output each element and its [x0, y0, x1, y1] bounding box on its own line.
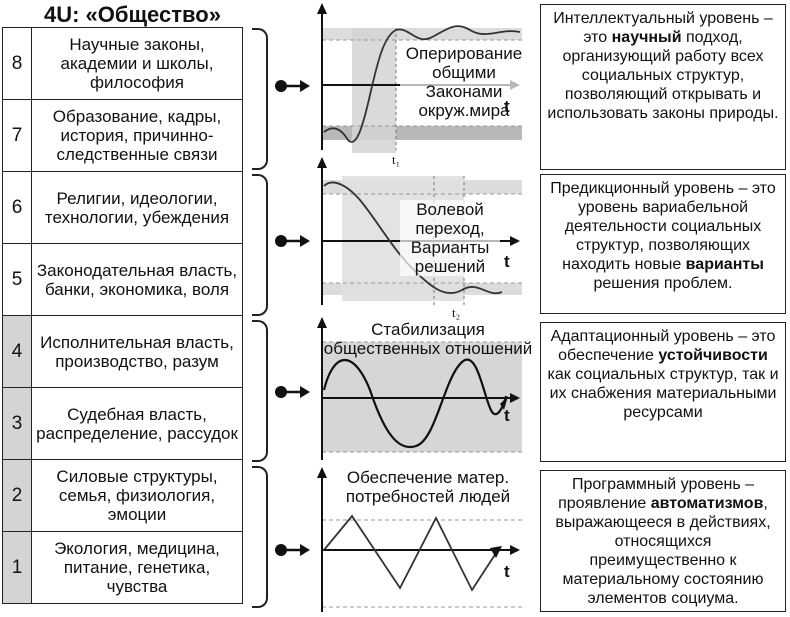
- description-text: Адаптационный уровень – это обеспечение: [550, 328, 776, 364]
- axis-label-t: t: [504, 406, 510, 425]
- arrow-icon: [275, 386, 310, 398]
- group-bracket: [252, 28, 268, 170]
- level-number: 4: [2, 315, 32, 388]
- group-bracket: [252, 320, 268, 462]
- description-keyword: устойчивости: [658, 347, 768, 364]
- description-box: Программный уровень – проявление автомат…: [540, 470, 786, 612]
- graph-caption: Стабилизация общественных отношений: [323, 320, 533, 358]
- time-marker: t₂: [452, 305, 461, 320]
- level-label: Образование, кадры, история, причинно-сл…: [31, 99, 243, 172]
- level-label: Судебная власть, распределение, рассудок: [31, 387, 243, 460]
- arrow-icon: [275, 235, 310, 247]
- level-label: Научные законы, академии и школы, филосо…: [31, 27, 243, 100]
- level-label: Экология, медицина, питание, генетика, ч…: [31, 531, 243, 604]
- level-number: 8: [2, 27, 32, 100]
- level-number: 6: [2, 171, 32, 244]
- connector-arrows: [275, 80, 310, 556]
- graph-caption: Оперирование общими Законами окруж.мира: [400, 44, 528, 120]
- description-keyword: варианты: [685, 256, 764, 273]
- axis-label-t: t: [504, 252, 510, 271]
- description-box: Предикционный уровень – это уровень вари…: [540, 174, 786, 314]
- description-text: как социальных структур, так и их снабже…: [547, 366, 779, 421]
- graph-scientific: [317, 3, 522, 153]
- arrow-icon: [275, 544, 310, 556]
- page-title: 4U: «Общество»: [44, 2, 221, 27]
- description-text: , выражающееся в действиях, относящихся …: [555, 495, 771, 607]
- level-number: 7: [2, 99, 32, 172]
- axis-label-t: t: [504, 562, 510, 581]
- graph-caption: Волевой переход, Варианты решений: [400, 200, 500, 276]
- group-bracket: [252, 174, 268, 316]
- description-text: Программный уровень – проявление: [558, 476, 754, 512]
- description-box: Адаптационный уровень – это обеспечение …: [540, 322, 786, 462]
- level-number: 1: [2, 531, 32, 604]
- description-keyword: автоматизмов: [650, 495, 764, 512]
- time-marker: t₁: [392, 152, 401, 167]
- graph-programmatic: [317, 467, 522, 612]
- graph-predictive: [317, 157, 522, 305]
- level-label: Религии, идеологии, технологии, убеждени…: [31, 171, 243, 244]
- description-text: подход, организующий работу всех социаль…: [547, 29, 779, 122]
- graphs-column: [317, 3, 522, 612]
- graph-adaptive: [317, 317, 522, 460]
- level-number: 2: [2, 459, 32, 532]
- level-label: Законодательная власть, банки, экономика…: [31, 243, 243, 316]
- description-text: Интеллектуальный уровень – это: [553, 10, 773, 46]
- level-number: 3: [2, 387, 32, 460]
- level-label: Исполнительная власть, производство, раз…: [31, 315, 243, 388]
- level-number: 5: [2, 243, 32, 316]
- description-text: решения проблем.: [593, 275, 733, 292]
- group-bracket: [252, 466, 268, 608]
- level-label: Силовые структуры, семья, физиология, эм…: [31, 459, 243, 532]
- description-text: Предикционный уровень – это уровень вари…: [550, 180, 776, 273]
- description-box: Интеллектуальный уровень – это научный п…: [540, 4, 786, 170]
- description-keyword: научный: [611, 29, 682, 46]
- axis-label-t: t: [504, 97, 510, 116]
- arrow-icon: [275, 80, 310, 92]
- graph-caption: Обеспечение матер. потребностей людей: [345, 468, 511, 506]
